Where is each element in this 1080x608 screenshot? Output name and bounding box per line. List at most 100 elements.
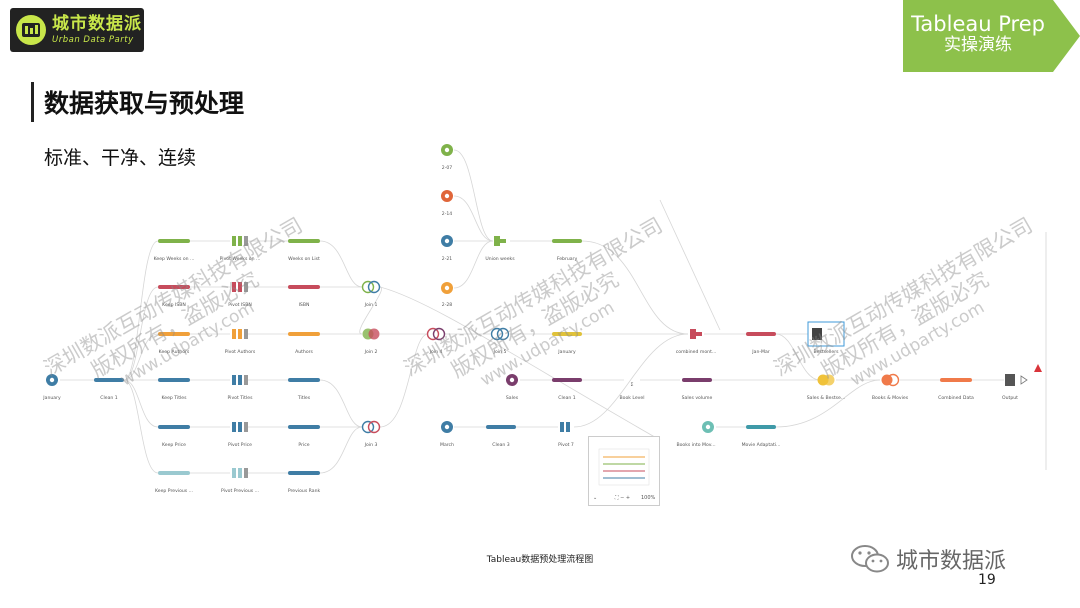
page-title: 数据获取与预处理 xyxy=(44,89,245,118)
label-clean1: Clean 1 xyxy=(100,395,117,401)
label-weeks-on-list: Weeks on List xyxy=(288,256,320,262)
node-keep-titles[interactable]: Keep Titles xyxy=(158,378,190,401)
label-2-28: 2-28 xyxy=(442,302,453,308)
label-keep-price: Keep Price xyxy=(162,442,186,448)
label-output: Output xyxy=(1002,395,1018,401)
label-union-weeks: Union weeks xyxy=(485,256,515,262)
node-output[interactable]: Output xyxy=(1002,374,1028,401)
node-january[interactable]: January xyxy=(42,374,61,401)
node-combined-data[interactable]: Combined Data xyxy=(938,378,974,401)
label-clean1b: Clean 1 xyxy=(558,395,575,401)
page-number: 19 xyxy=(978,572,996,588)
label-bestsellers: Bestsellers xyxy=(813,349,839,355)
node-join3[interactable]: Join 3 xyxy=(361,420,381,449)
node-bestsellers[interactable]: Bestsellers xyxy=(807,321,845,355)
label-book-level: Book Level xyxy=(619,395,644,401)
label-sales-bestsellers: Sales & Bestse... xyxy=(807,395,846,401)
label-sales: Sales xyxy=(506,395,519,401)
node-keep-isbn[interactable]: Keep ISBN xyxy=(158,285,190,308)
label-authors: Authors xyxy=(295,349,313,355)
node-sales-bestsellers[interactable]: Sales & Bestse... xyxy=(807,374,846,402)
wechat-name: 城市数据派 xyxy=(896,549,1007,574)
node-march[interactable]: March xyxy=(440,421,454,448)
label-titles: Titles xyxy=(297,395,311,401)
node-pivot7[interactable]: Pivot 7 xyxy=(558,422,574,448)
node-2-28[interactable]: 2-28 xyxy=(441,282,453,308)
node-previous-rank[interactable]: Previous Rank xyxy=(288,471,321,494)
node-union-weeks[interactable]: Union weeks xyxy=(485,236,515,262)
label-join1: Join 1 xyxy=(364,302,378,308)
wechat-icon xyxy=(851,545,889,573)
label-join3: Join 3 xyxy=(364,442,378,448)
label-pivot-authors: Pivot Authors xyxy=(225,349,256,355)
node-2-14[interactable]: 2-14 xyxy=(441,190,453,217)
node-isbn[interactable]: ISBN xyxy=(288,285,320,308)
node-combined-month[interactable]: combined mont... xyxy=(676,329,717,355)
node-january2[interactable]: January xyxy=(552,332,582,355)
flow-minimap[interactable]: ⌄ ⛶ − + 100% xyxy=(588,436,660,506)
svg-text:⌄: ⌄ xyxy=(593,495,597,501)
node-movie-adaptation[interactable]: Movie Adaptati... xyxy=(742,425,781,448)
label-join2: Join 2 xyxy=(364,349,378,355)
node-keep-weeks[interactable]: Keep Weeks on ... xyxy=(154,239,195,262)
node-authors[interactable]: Authors xyxy=(288,332,320,355)
node-join2[interactable]: Join 2 xyxy=(362,328,380,356)
node-pivot-previous[interactable]: Pivot Previous ... xyxy=(221,468,259,494)
banner-line2: 实操演练 xyxy=(944,35,1012,56)
aggregate-icon: Σ xyxy=(631,382,634,388)
node-sales-volume[interactable]: Sales volume xyxy=(682,378,713,401)
title-accent-bar xyxy=(31,82,34,122)
node-2-21[interactable]: 2-21 xyxy=(441,235,453,262)
label-keep-isbn: Keep ISBN xyxy=(162,302,186,308)
node-price[interactable]: Price xyxy=(288,425,320,448)
node-jan-mar[interactable]: Jan-Mar xyxy=(746,332,776,355)
label-pivot-price: Pivot Price xyxy=(228,442,252,448)
node-weeks-on-list[interactable]: Weeks on List xyxy=(288,239,320,262)
label-pivot-weeks: Pivot Weeks on ... xyxy=(220,256,261,262)
label-join4: Join 4 xyxy=(429,349,443,355)
label-pivot-previous: Pivot Previous ... xyxy=(221,488,259,494)
node-keep-authors[interactable]: Keep Authors xyxy=(158,332,190,355)
node-books-movies[interactable]: Books & Movies xyxy=(872,373,909,402)
node-book-level[interactable]: Σ Book Level xyxy=(619,382,644,401)
node-join4[interactable]: Join 4 xyxy=(426,327,446,356)
label-jan-mar: Jan-Mar xyxy=(751,349,770,355)
node-join5[interactable]: Join 5 xyxy=(490,327,510,356)
figure-caption: Tableau数据预处理流程图 xyxy=(486,555,594,565)
node-february[interactable]: February xyxy=(552,239,582,262)
run-flow-icon xyxy=(1020,375,1028,385)
node-keep-previous[interactable]: Keep Previous ... xyxy=(155,471,193,494)
node-keep-price[interactable]: Keep Price xyxy=(158,425,190,448)
banner-line1: Tableau Prep xyxy=(911,12,1045,36)
label-pivot7: Pivot 7 xyxy=(558,442,574,448)
node-pivot-price[interactable]: Pivot Price xyxy=(228,422,252,448)
section-banner xyxy=(903,0,1080,72)
label-march: March xyxy=(440,442,454,448)
logo-mark-icon xyxy=(16,15,46,45)
label-isbn: ISBN xyxy=(299,302,310,308)
label-2-07: 2-07 xyxy=(442,165,453,171)
node-pivot-weeks[interactable]: Pivot Weeks on ... xyxy=(220,236,261,262)
node-join1[interactable]: Join 1 xyxy=(361,280,381,309)
node-sales[interactable]: Sales xyxy=(506,374,519,401)
node-books-into-movies[interactable]: Books into Mov... xyxy=(676,421,716,448)
node-pivot-titles[interactable]: Pivot Titles xyxy=(228,375,254,401)
label-combined-data: Combined Data xyxy=(938,395,974,401)
node-2-07[interactable]: 2-07 xyxy=(441,144,453,171)
node-clean1b[interactable]: Clean 1 xyxy=(552,378,582,401)
node-pivot-isbn[interactable]: Pivot ISBN xyxy=(228,282,252,308)
label-books-movies: Books & Movies xyxy=(872,395,909,401)
label-keep-previous: Keep Previous ... xyxy=(155,488,193,494)
label-keep-weeks: Keep Weeks on ... xyxy=(154,256,195,262)
label-february: February xyxy=(557,256,578,262)
udp-logo: 城市数据派 Urban Data Party xyxy=(10,8,144,52)
label-price: Price xyxy=(298,442,309,448)
label-keep-authors: Keep Authors xyxy=(159,349,190,355)
warning-icon xyxy=(1034,364,1042,372)
svg-text:⛶ − +: ⛶ − + xyxy=(615,495,630,501)
node-clean3[interactable]: Clean 3 xyxy=(486,425,516,448)
node-clean1[interactable]: Clean 1 xyxy=(94,378,124,401)
node-titles[interactable]: Titles xyxy=(288,378,320,401)
node-pivot-authors[interactable]: Pivot Authors xyxy=(225,329,256,355)
